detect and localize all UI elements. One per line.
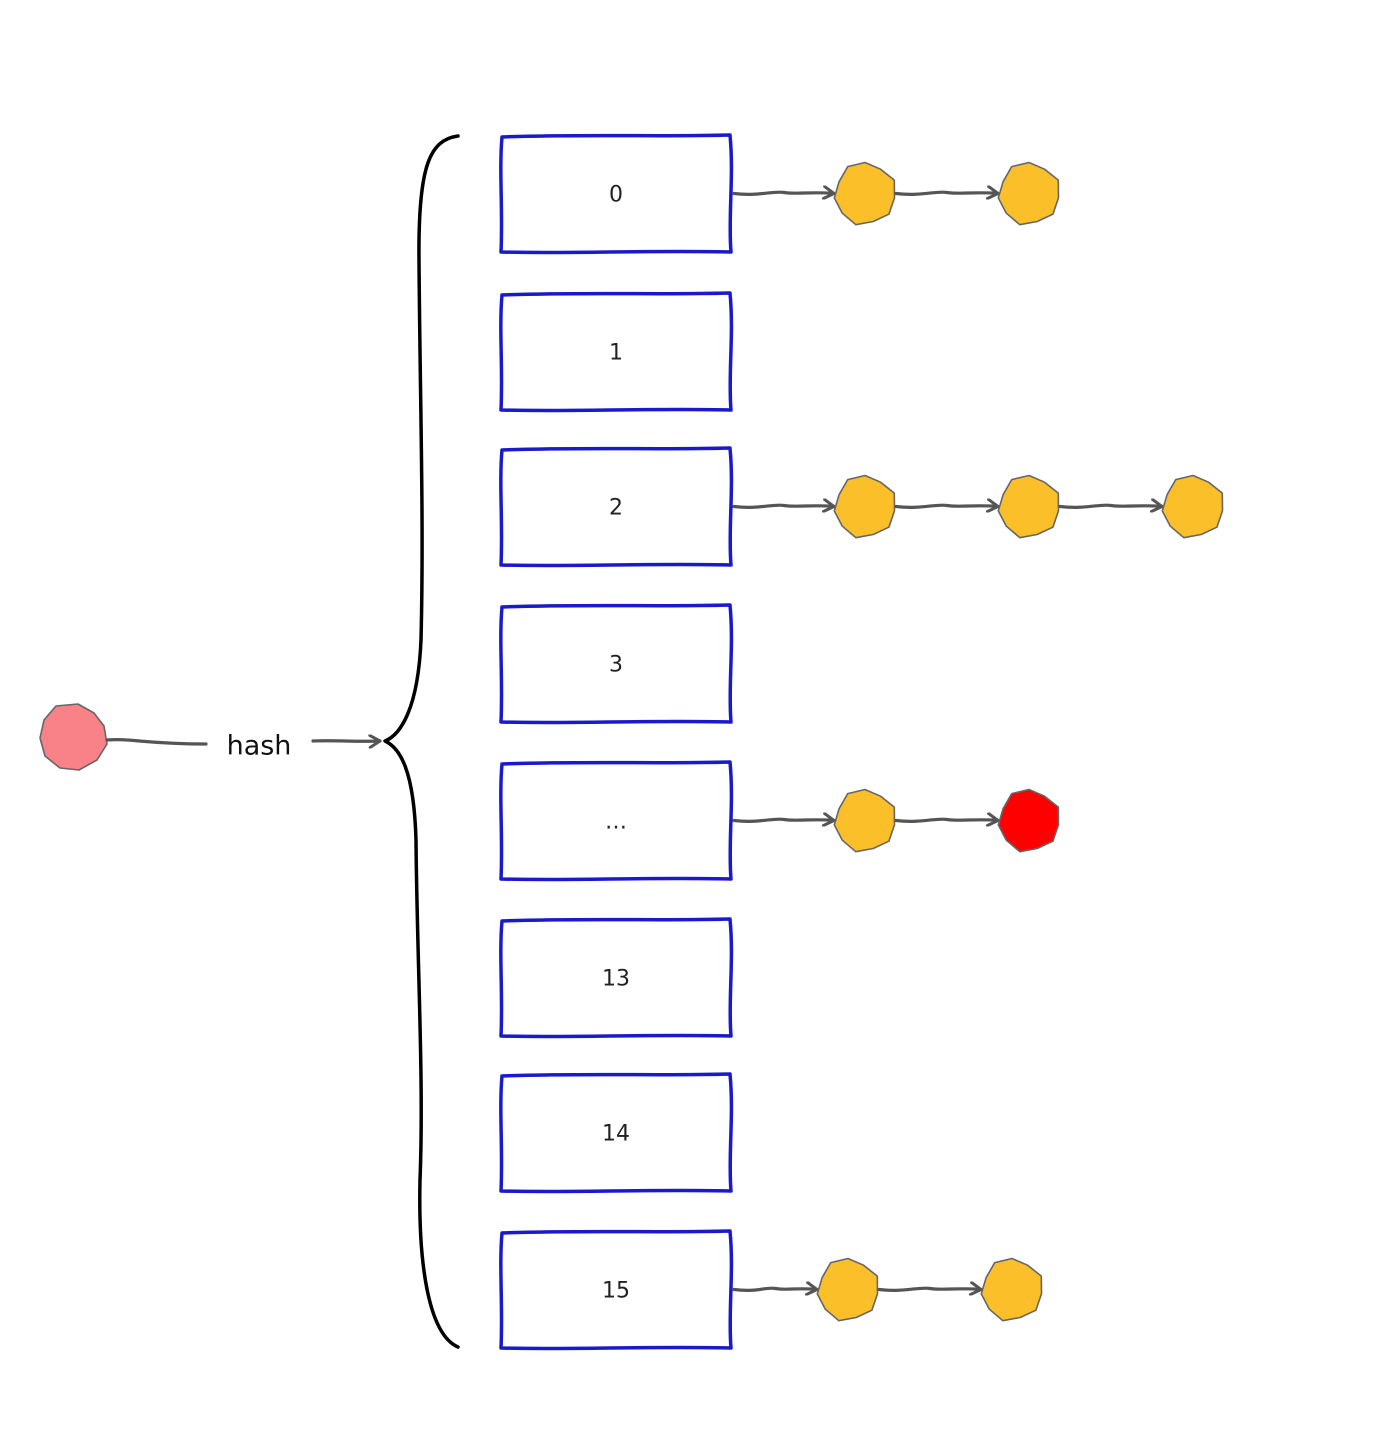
- chain-entry-node: [980, 1257, 1043, 1322]
- bucket-7: 15: [499, 1229, 734, 1351]
- bucket-0-chain: [732, 161, 1060, 226]
- bucket-box: [499, 917, 734, 1039]
- chain-entry-node: [816, 1257, 879, 1322]
- bucket-0: 0: [499, 133, 734, 255]
- chain-arrow: [732, 505, 836, 507]
- bucket-label: 15: [602, 1279, 630, 1304]
- bucket-box: [499, 1229, 734, 1351]
- chain-entry-node: [997, 161, 1060, 226]
- chain-entry-node: [833, 161, 896, 226]
- chain-arrow: [894, 505, 1000, 507]
- chains-layer: [732, 161, 1224, 1322]
- bucket-2-chain: [732, 474, 1224, 539]
- bucket-box: [499, 133, 734, 255]
- bucket-3: 3: [499, 603, 734, 725]
- bucket-box: [499, 291, 734, 413]
- bucket-label: 1: [609, 341, 623, 366]
- bucket-6: 14: [499, 1072, 734, 1194]
- chain-arrow: [894, 192, 1000, 194]
- chain-arrow: [732, 192, 836, 194]
- chain-entry-node: [997, 474, 1060, 539]
- bucket-label: 13: [602, 967, 630, 992]
- bucket-label: 0: [609, 183, 623, 208]
- chain-arrow: [894, 819, 1000, 821]
- bucket-box: [499, 760, 734, 882]
- bucket-box: [499, 1072, 734, 1194]
- chain-entry-node: [833, 474, 896, 539]
- bucket-label: 3: [609, 653, 623, 678]
- bucket-box: [499, 446, 734, 568]
- chain-arrow: [732, 819, 836, 821]
- chain-arrow: [877, 1288, 983, 1290]
- hash-function-label: hash: [227, 731, 292, 762]
- chain-arrow: [1058, 505, 1164, 507]
- target-entry-node: [997, 788, 1060, 853]
- bucket-box: [499, 603, 734, 725]
- bucket-4-chain: [732, 788, 1060, 853]
- bucket-4: …: [499, 760, 734, 882]
- input-node: [39, 703, 108, 771]
- bucket-label: 2: [609, 496, 623, 521]
- bucket-brace: [383, 134, 460, 1349]
- bucket-label: …: [605, 810, 627, 835]
- bucket-7-chain: [732, 1257, 1043, 1322]
- chain-entry-node: [1161, 474, 1224, 539]
- input-to-hash-line: [105, 738, 208, 746]
- chain-arrow: [732, 1288, 819, 1290]
- hash-to-table-arrow: [311, 741, 382, 742]
- bucket-2: 2: [499, 446, 734, 568]
- bucket-label: 14: [602, 1122, 630, 1147]
- buckets-layer: 0 1 2 3 … 13 14 15: [499, 133, 734, 1351]
- bucket-5: 13: [499, 917, 734, 1039]
- bucket-1: 1: [499, 291, 734, 413]
- chain-entry-node: [833, 788, 896, 853]
